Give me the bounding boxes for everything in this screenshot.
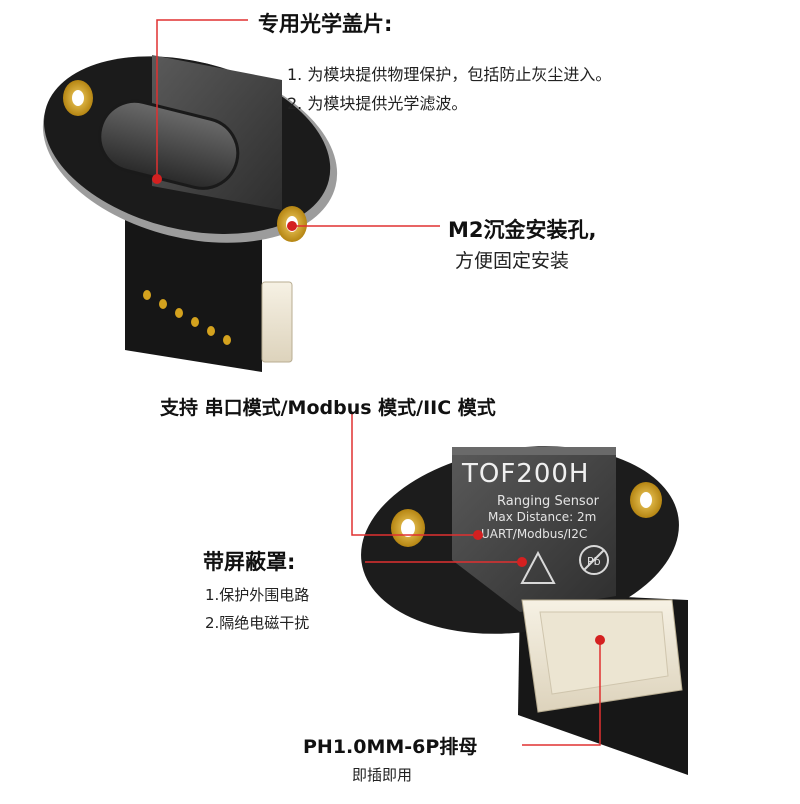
module-spec-distance: Max Distance: 2m [488, 510, 596, 524]
top-gold-hole-left-center [72, 90, 84, 106]
module-type: Ranging Sensor [497, 494, 600, 509]
callout-dots [152, 174, 605, 645]
callout-dot-shield [517, 557, 527, 567]
callouts [156, 19, 601, 746]
connector-subtitle: 即插即用 [352, 766, 413, 784]
cover-point-2: 2. 为模块提供光学滤波。 [287, 94, 468, 113]
modes-label: 支持 串口模式/Modbus 模式/IIC 模式 [160, 397, 496, 419]
gold-pad-row [143, 290, 231, 345]
module-spec-interface: UART/Modbus/I2C [481, 527, 587, 541]
bottom-module: TOF200H Ranging Sensor Max Distance: 2m … [361, 446, 688, 775]
pb-free-icon [579, 545, 609, 575]
shield-title: 带屏蔽罩: [203, 550, 296, 574]
top-side-connector [261, 281, 293, 363]
pb-mark: Pb [587, 555, 601, 568]
mount-hole-title: M2沉金安装孔, [448, 218, 597, 242]
shield-point-1: 1.保护外围电路 [205, 586, 310, 604]
callout-dot-connector [595, 635, 605, 645]
callout-dot-modes [473, 530, 483, 540]
callout-line-cover [156, 19, 248, 179]
callout-dot-cover [152, 174, 162, 184]
shield-body [452, 447, 616, 612]
bottom-gold-hole-right-center [640, 492, 652, 508]
bottom-gold-hole-left-center [401, 519, 415, 537]
cover-point-1: 1. 为模块提供物理保护，包括防止灰尘进入。 [287, 65, 612, 84]
connector-title: PH1.0MM-6P排母 [303, 736, 478, 758]
shield-point-2: 2.隔绝电磁干扰 [205, 614, 310, 632]
callout-line-connector [522, 640, 601, 746]
callout-dot-hole [287, 221, 297, 231]
esd-warning-icon [520, 550, 556, 584]
callout-line-modes [351, 412, 478, 536]
mount-hole-subtitle: 方便固定安装 [455, 250, 570, 272]
module-name: TOF200H [461, 459, 589, 489]
cover-title: 专用光学盖片: [258, 12, 393, 36]
